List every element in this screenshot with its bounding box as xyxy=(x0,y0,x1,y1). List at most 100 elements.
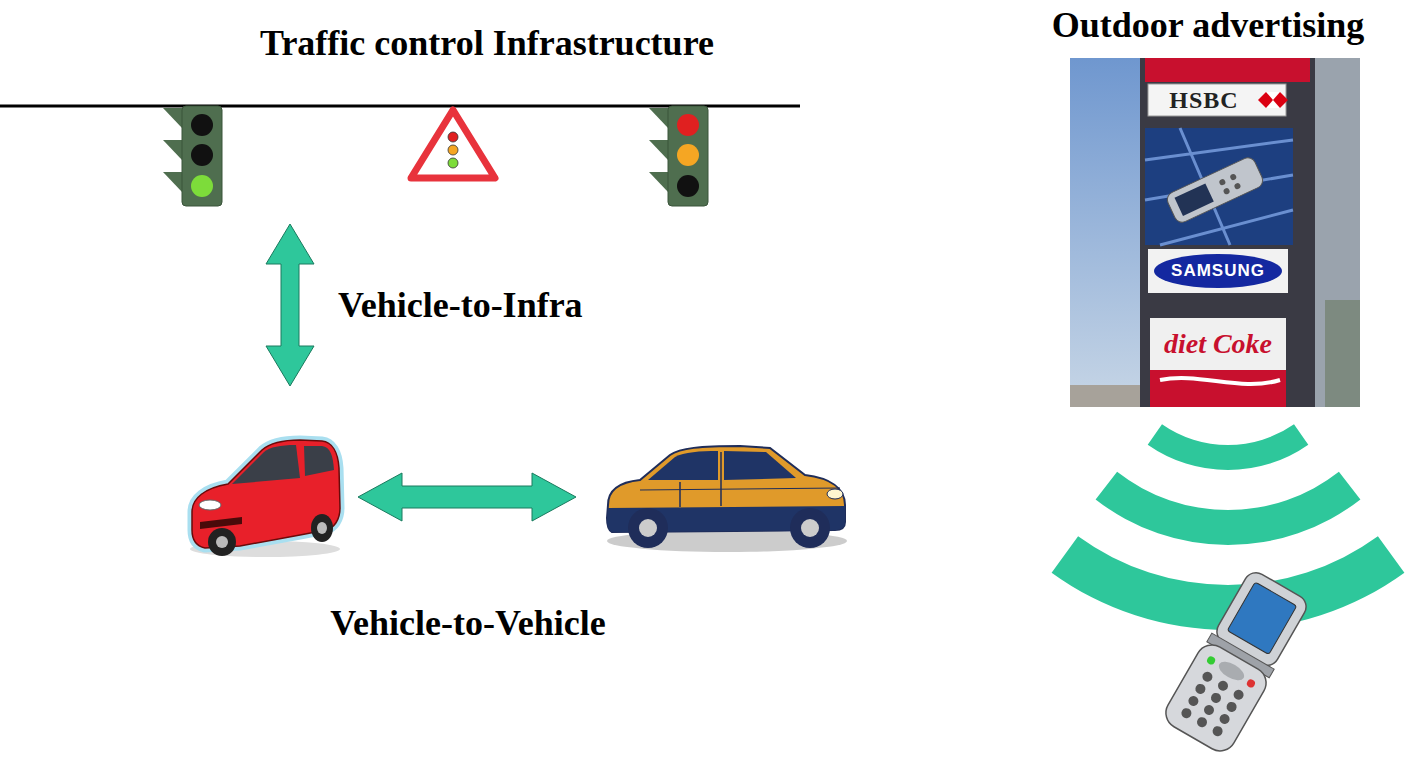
mobile-phone xyxy=(1201,670,1215,684)
orange-car xyxy=(648,451,718,480)
orange-car xyxy=(607,446,847,552)
warning-sign xyxy=(411,110,495,178)
mobile-phone xyxy=(1216,679,1230,693)
orange-car xyxy=(639,519,657,537)
billboard-photo xyxy=(1165,155,1266,225)
double-arrow xyxy=(266,224,314,386)
mobile-phone xyxy=(1187,694,1201,708)
connector-label: Vehicle-to-Infra xyxy=(338,280,668,330)
mobile-phone xyxy=(1211,724,1225,738)
traffic-light xyxy=(677,175,699,197)
orange-car xyxy=(679,482,681,507)
warning-sign xyxy=(448,145,458,155)
traffic-light xyxy=(649,106,708,206)
mobile-phone xyxy=(1195,715,1209,729)
vehicle-node xyxy=(578,435,858,565)
red-car xyxy=(199,500,221,510)
mobile-phone xyxy=(1160,639,1272,757)
billboard-photo xyxy=(1070,58,1360,407)
billboard-photo xyxy=(1150,318,1286,407)
brand-logo-text: diet Coke xyxy=(1150,322,1286,366)
traffic-light xyxy=(677,114,699,136)
traffic-light xyxy=(182,106,222,206)
mobile-phone xyxy=(1218,712,1232,726)
signal-waves xyxy=(1052,424,1405,630)
mobile-phone xyxy=(1209,691,1223,705)
billboard-photo xyxy=(1315,58,1360,407)
billboard-photo xyxy=(1266,92,1280,100)
signal-waves xyxy=(1148,424,1309,470)
billboard-photo xyxy=(1154,254,1282,288)
orange-car xyxy=(640,488,840,490)
traffic-light xyxy=(191,144,213,166)
red-car xyxy=(190,440,340,557)
mobile-phone xyxy=(1160,566,1314,756)
orange-car xyxy=(790,508,830,548)
red-car xyxy=(208,528,236,556)
orange-car xyxy=(628,508,668,548)
billboard-photo xyxy=(1160,378,1280,384)
mobile-phone xyxy=(1206,655,1217,666)
red-car xyxy=(317,522,327,534)
red-car xyxy=(311,514,333,542)
red-car xyxy=(304,446,334,476)
mobile-phone xyxy=(1202,703,1216,717)
billboard-photo xyxy=(1140,58,1315,407)
mobile-phone xyxy=(1194,682,1208,696)
billboard-node: Outdoor advertisingHSBC SAMSUNG diet Coke xyxy=(1010,0,1406,410)
billboard-photo xyxy=(1325,300,1360,407)
red-car xyxy=(200,517,242,529)
traffic-light xyxy=(163,140,182,160)
red-car xyxy=(216,536,228,548)
traffic-light xyxy=(649,172,668,192)
mobile-phone xyxy=(1227,582,1297,654)
warning-sign xyxy=(411,110,495,178)
orange-car xyxy=(720,452,722,506)
billboard-photo xyxy=(1266,100,1280,108)
brand-logo-text: SAMSUNG xyxy=(1156,260,1280,282)
brand-logo-text: HSBC xyxy=(1148,84,1260,116)
billboard-photo xyxy=(1165,155,1266,225)
traffic-light xyxy=(649,108,668,128)
billboard-photo xyxy=(1223,187,1231,195)
warning-sign xyxy=(448,158,458,168)
orange-car xyxy=(801,519,819,537)
billboard-photo xyxy=(1175,183,1214,215)
traffic-light xyxy=(163,108,182,128)
billboard-photo xyxy=(1148,249,1288,293)
billboard-photo xyxy=(1070,58,1360,407)
traffic-light xyxy=(649,140,668,160)
orange-car xyxy=(827,489,843,499)
billboard-photo xyxy=(1150,370,1286,407)
billboard-photo xyxy=(1145,128,1293,245)
billboard-photo xyxy=(1145,128,1293,245)
mobile-phone xyxy=(1180,706,1194,720)
mobile-phone xyxy=(1245,678,1256,689)
red-car xyxy=(232,445,300,484)
traffic-light xyxy=(668,106,708,206)
orange-car xyxy=(724,451,796,480)
vehicle-node xyxy=(180,388,356,563)
billboard-photo xyxy=(1229,173,1237,181)
billboard-photo xyxy=(1258,92,1288,108)
double-arrow xyxy=(358,473,576,521)
billboard-photo xyxy=(1233,182,1241,190)
mobile-phone xyxy=(1232,688,1246,702)
billboard-photo xyxy=(1070,385,1140,407)
traffic-light xyxy=(677,144,699,166)
billboard-photo xyxy=(1145,58,1310,82)
mobile-phone xyxy=(1216,658,1247,684)
traffic-light xyxy=(163,172,182,192)
signal-waves xyxy=(1096,472,1361,545)
traffic-light xyxy=(191,175,213,197)
warning-sign xyxy=(448,132,458,142)
traffic-light xyxy=(163,106,222,206)
billboard-photo xyxy=(1218,178,1226,186)
infrastructure-group: Traffic control Infrastructure xyxy=(0,18,800,222)
connector-label: Vehicle-to-Vehicle xyxy=(250,598,686,648)
mobile-phone xyxy=(1225,700,1239,714)
group-heading: Outdoor advertising xyxy=(1010,0,1406,50)
